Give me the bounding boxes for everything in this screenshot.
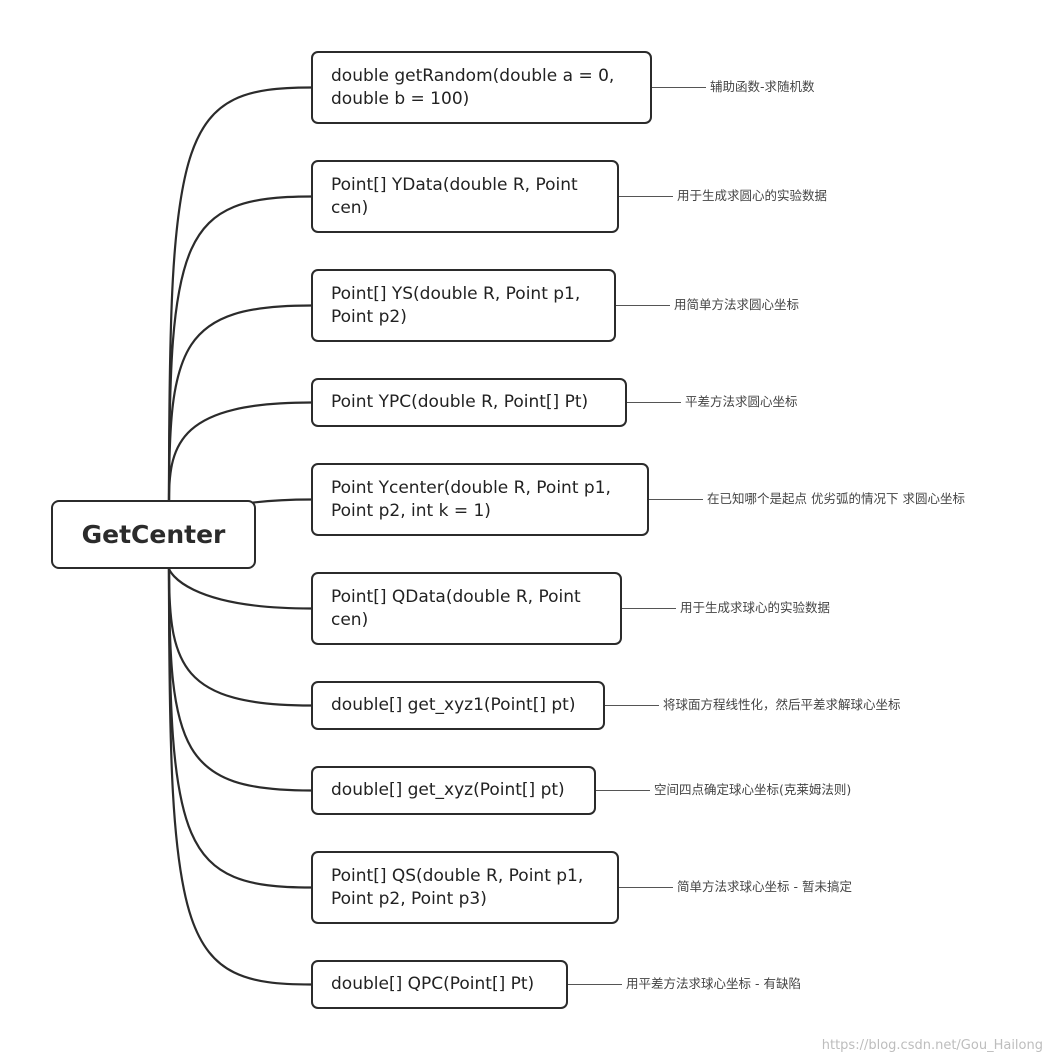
note-qs: 简单方法求球心坐标 - 暂未搞定 [677,879,852,894]
branch-line [167,195,312,501]
note-ydata: 用于生成求圆心的实验数据 [677,188,828,203]
branch-line [167,568,312,792]
root-node[interactable]: GetCenter [51,500,256,569]
note-get-xyz1: 将球面方程线性化，然后平差求解球心坐标 [663,697,901,712]
branch-line [167,86,312,501]
node-get-xyz1[interactable]: double[] get_xyz1(Point[] pt) [311,681,605,730]
note-get-xyz: 空间四点确定球心坐标(克莱姆法则) [654,782,852,797]
branch-line [167,401,312,501]
branch-line [167,568,312,986]
node-ydata[interactable]: Point[] YData(double R, Point cen) [311,160,619,233]
note-qdata: 用于生成求球心的实验数据 [680,600,831,615]
branch-line [167,568,312,889]
note-ycenter: 在已知哪个是起点 优劣弧的情况下 求圆心坐标 [707,491,965,506]
node-ys[interactable]: Point[] YS(double R, Point p1, Point p2) [311,269,616,342]
node-get-xyz[interactable]: double[] get_xyz(Point[] pt) [311,766,596,815]
node-qs[interactable]: Point[] QS(double R, Point p1, Point p2,… [311,851,619,924]
node-qpc[interactable]: double[] QPC(Point[] Pt) [311,960,568,1009]
note-ypc: 平差方法求圆心坐标 [685,394,798,409]
node-qdata[interactable]: Point[] QData(double R, Point cen) [311,572,622,645]
watermark: https://blog.csdn.net/Gou_Hailong [821,1038,1043,1053]
branch-line [167,304,312,501]
node-get-random[interactable]: double getRandom(double a = 0, double b … [311,51,652,124]
note-get-random: 辅助函数-求随机数 [710,79,815,94]
note-ys: 用简单方法求圆心坐标 [674,297,800,312]
node-ypc[interactable]: Point YPC(double R, Point[] Pt) [311,378,627,427]
note-qpc: 用平差方法求球心坐标 - 有缺陷 [626,976,801,991]
node-ycenter[interactable]: Point Ycenter(double R, Point p1, Point … [311,463,649,536]
branch-line [167,568,312,707]
branch-line [167,567,312,610]
